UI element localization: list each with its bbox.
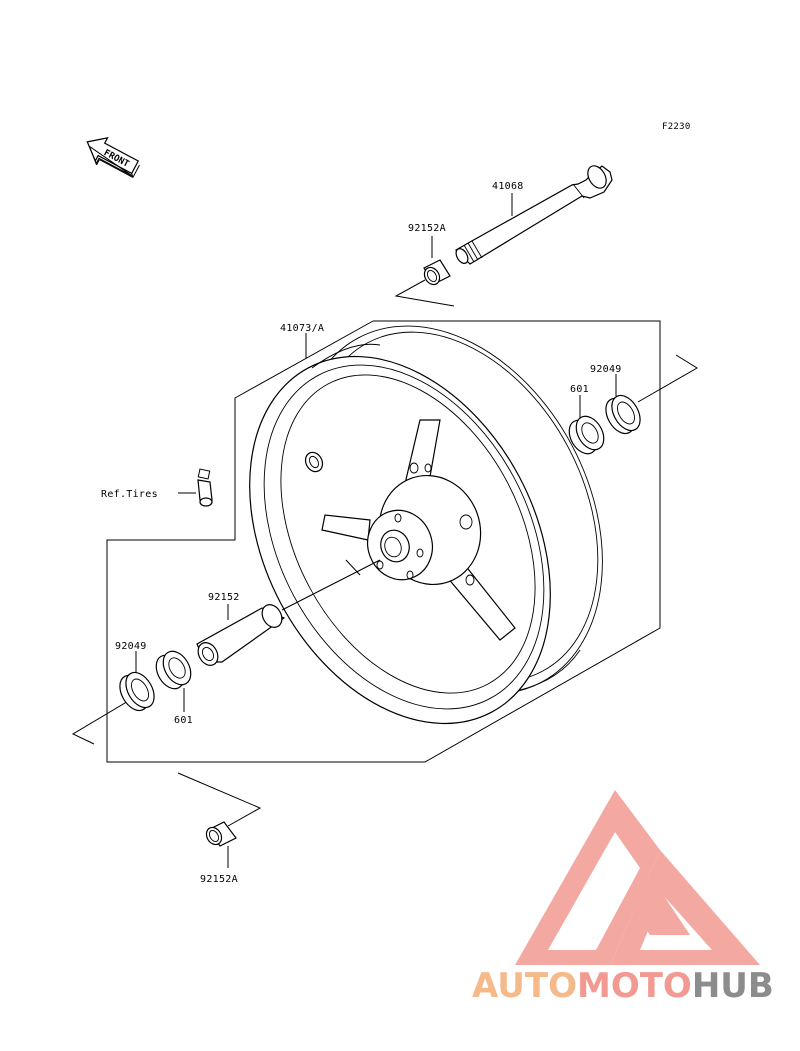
spacer-92152 — [196, 604, 286, 666]
bearing-right-601 — [568, 395, 605, 455]
front-arrow-icon: FRONT — [86, 137, 140, 178]
wheel-41073 — [249, 325, 603, 725]
diagram-code: F2230 — [662, 122, 691, 132]
label-wheel: 41073/A — [280, 323, 324, 334]
label-collar-top: 92152A — [408, 223, 446, 234]
bearing-left-601 — [155, 650, 192, 712]
assembly-frame — [71, 279, 698, 827]
label-valve: Ref.Tires — [101, 489, 158, 500]
seal-right-92049 — [605, 374, 641, 435]
collar-bottom-92152a — [205, 821, 237, 868]
label-bearing-right: 601 — [570, 384, 589, 395]
collar-top-92152a — [423, 236, 451, 286]
watermark-hub: HUB — [692, 966, 774, 1006]
seal-left-92049 — [119, 651, 155, 712]
axle-41068 — [455, 165, 613, 265]
label-bearing-left: 601 — [174, 715, 193, 726]
valve-icon — [178, 468, 213, 507]
watermark-logo — [515, 790, 760, 965]
label-collar-bottom: 92152A — [200, 874, 238, 885]
label-seal-right: 92049 — [590, 364, 622, 375]
watermark-text: AUTOMOTOHUB — [472, 966, 774, 1006]
watermark-moto: MOTO — [577, 966, 692, 1006]
label-spacer: 92152 — [208, 592, 240, 603]
watermark-auto: AUTO — [472, 966, 577, 1006]
label-axle: 41068 — [492, 181, 524, 192]
label-seal-left: 92049 — [115, 641, 147, 652]
